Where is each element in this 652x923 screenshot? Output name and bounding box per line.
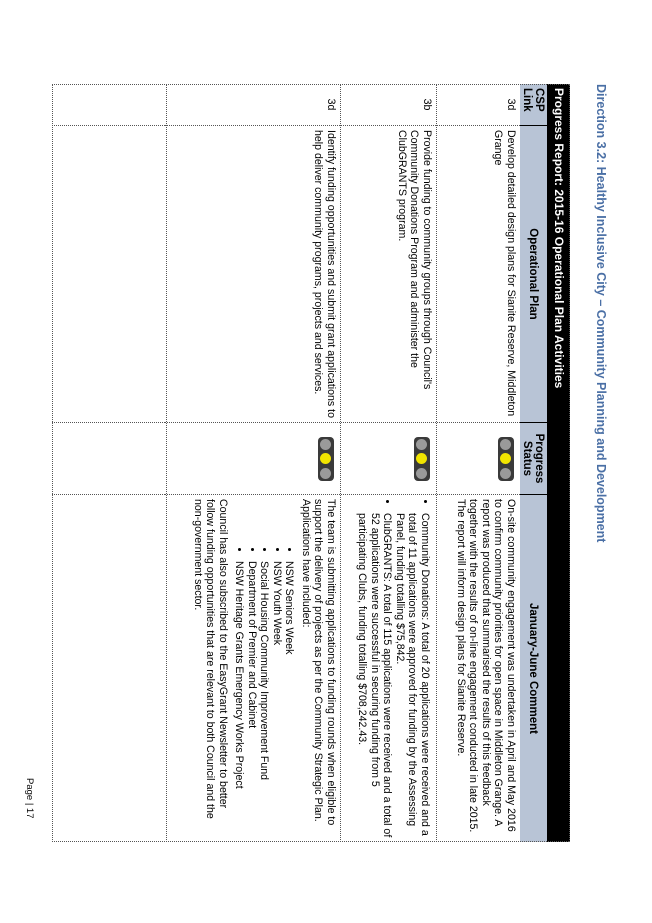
empty-cell <box>52 423 166 495</box>
comment-cell: On-site community engagement was underta… <box>455 499 517 833</box>
empty-cell <box>52 495 166 842</box>
empty-cell <box>52 84 166 126</box>
list-item: NSW Heritage Grants Emergency Works Proj… <box>233 561 246 838</box>
traffic-light-off-bulb <box>320 438 332 450</box>
progress-status-cell <box>167 423 340 495</box>
list-item: Community Donations: A total of 20 appli… <box>394 513 431 838</box>
comment-intro: The team is submitting applications to f… <box>300 499 337 826</box>
list-item: NSW Youth Week <box>271 561 283 838</box>
traffic-light-off-bulb <box>320 468 332 480</box>
page-number: Page | 17 <box>24 778 35 819</box>
header-progress-status-label: Progress Status <box>521 433 546 484</box>
comment-cell: Community Donations: A total of 20 appli… <box>341 495 436 842</box>
page-title: Direction 3.2: Healthy Inclusive City – … <box>594 84 608 543</box>
traffic-light-amber-bulb <box>500 453 512 465</box>
list-item: Department of Premier and Cabinet <box>246 561 258 838</box>
list-item: ClubGRANTS: A total of 115 applications … <box>356 513 394 838</box>
traffic-light-icon <box>498 437 514 481</box>
header-csp-link: CSP Link <box>520 84 547 126</box>
table-row: 3d Identify funding opportunities and su… <box>166 84 340 842</box>
list-item: Social Housing Community Improvement Fun… <box>258 561 271 838</box>
progress-report-table: Progress Report: 2015-16 Operational Pla… <box>52 84 570 842</box>
progress-status-cell <box>437 423 520 495</box>
comment-cell: The team is submitting applications to f… <box>167 495 340 842</box>
traffic-light-off-bulb <box>500 468 512 480</box>
list-item: NSW Seniors Week <box>283 561 296 838</box>
header-operational-plan: Operational Plan <box>520 126 547 423</box>
csp-link-cell: 3b <box>341 84 436 126</box>
header-csp-link-label: CSP Link <box>521 88 545 112</box>
traffic-light-icon <box>414 437 430 481</box>
table-banner: Progress Report: 2015-16 Operational Pla… <box>547 84 570 842</box>
header-progress-status: Progress Status <box>520 423 547 495</box>
table-row: 3d Develop detailed design plans for Sia… <box>436 84 520 842</box>
empty-table-row <box>52 84 166 842</box>
header-january-june-comment: January-June Comment <box>520 495 547 842</box>
traffic-light-off-bulb <box>416 438 428 450</box>
applications-list: NSW Seniors Week NSW Youth Week Social H… <box>233 499 296 838</box>
operational-plan-cell: Develop detailed design plans for Sianit… <box>437 126 520 423</box>
comment-bullet-list: Community Donations: A total of 20 appli… <box>356 499 432 838</box>
traffic-light-amber-bulb <box>416 453 428 465</box>
traffic-light-off-bulb <box>500 438 512 450</box>
table-row: 3b Provide funding to community groups t… <box>340 84 436 842</box>
csp-link-cell: 3d <box>167 84 340 126</box>
traffic-light-icon <box>318 437 334 481</box>
operational-plan-cell: Identify funding opportunities and submi… <box>167 126 340 423</box>
empty-cell <box>52 126 166 423</box>
operational-plan-cell: Provide funding to community groups thro… <box>341 126 436 423</box>
comment-outro: Council has also subscribed to the EasyG… <box>192 499 229 819</box>
traffic-light-off-bulb <box>416 468 428 480</box>
csp-link-cell: 3d <box>437 84 520 126</box>
traffic-light-amber-bulb <box>320 453 332 465</box>
progress-status-cell <box>341 423 436 495</box>
